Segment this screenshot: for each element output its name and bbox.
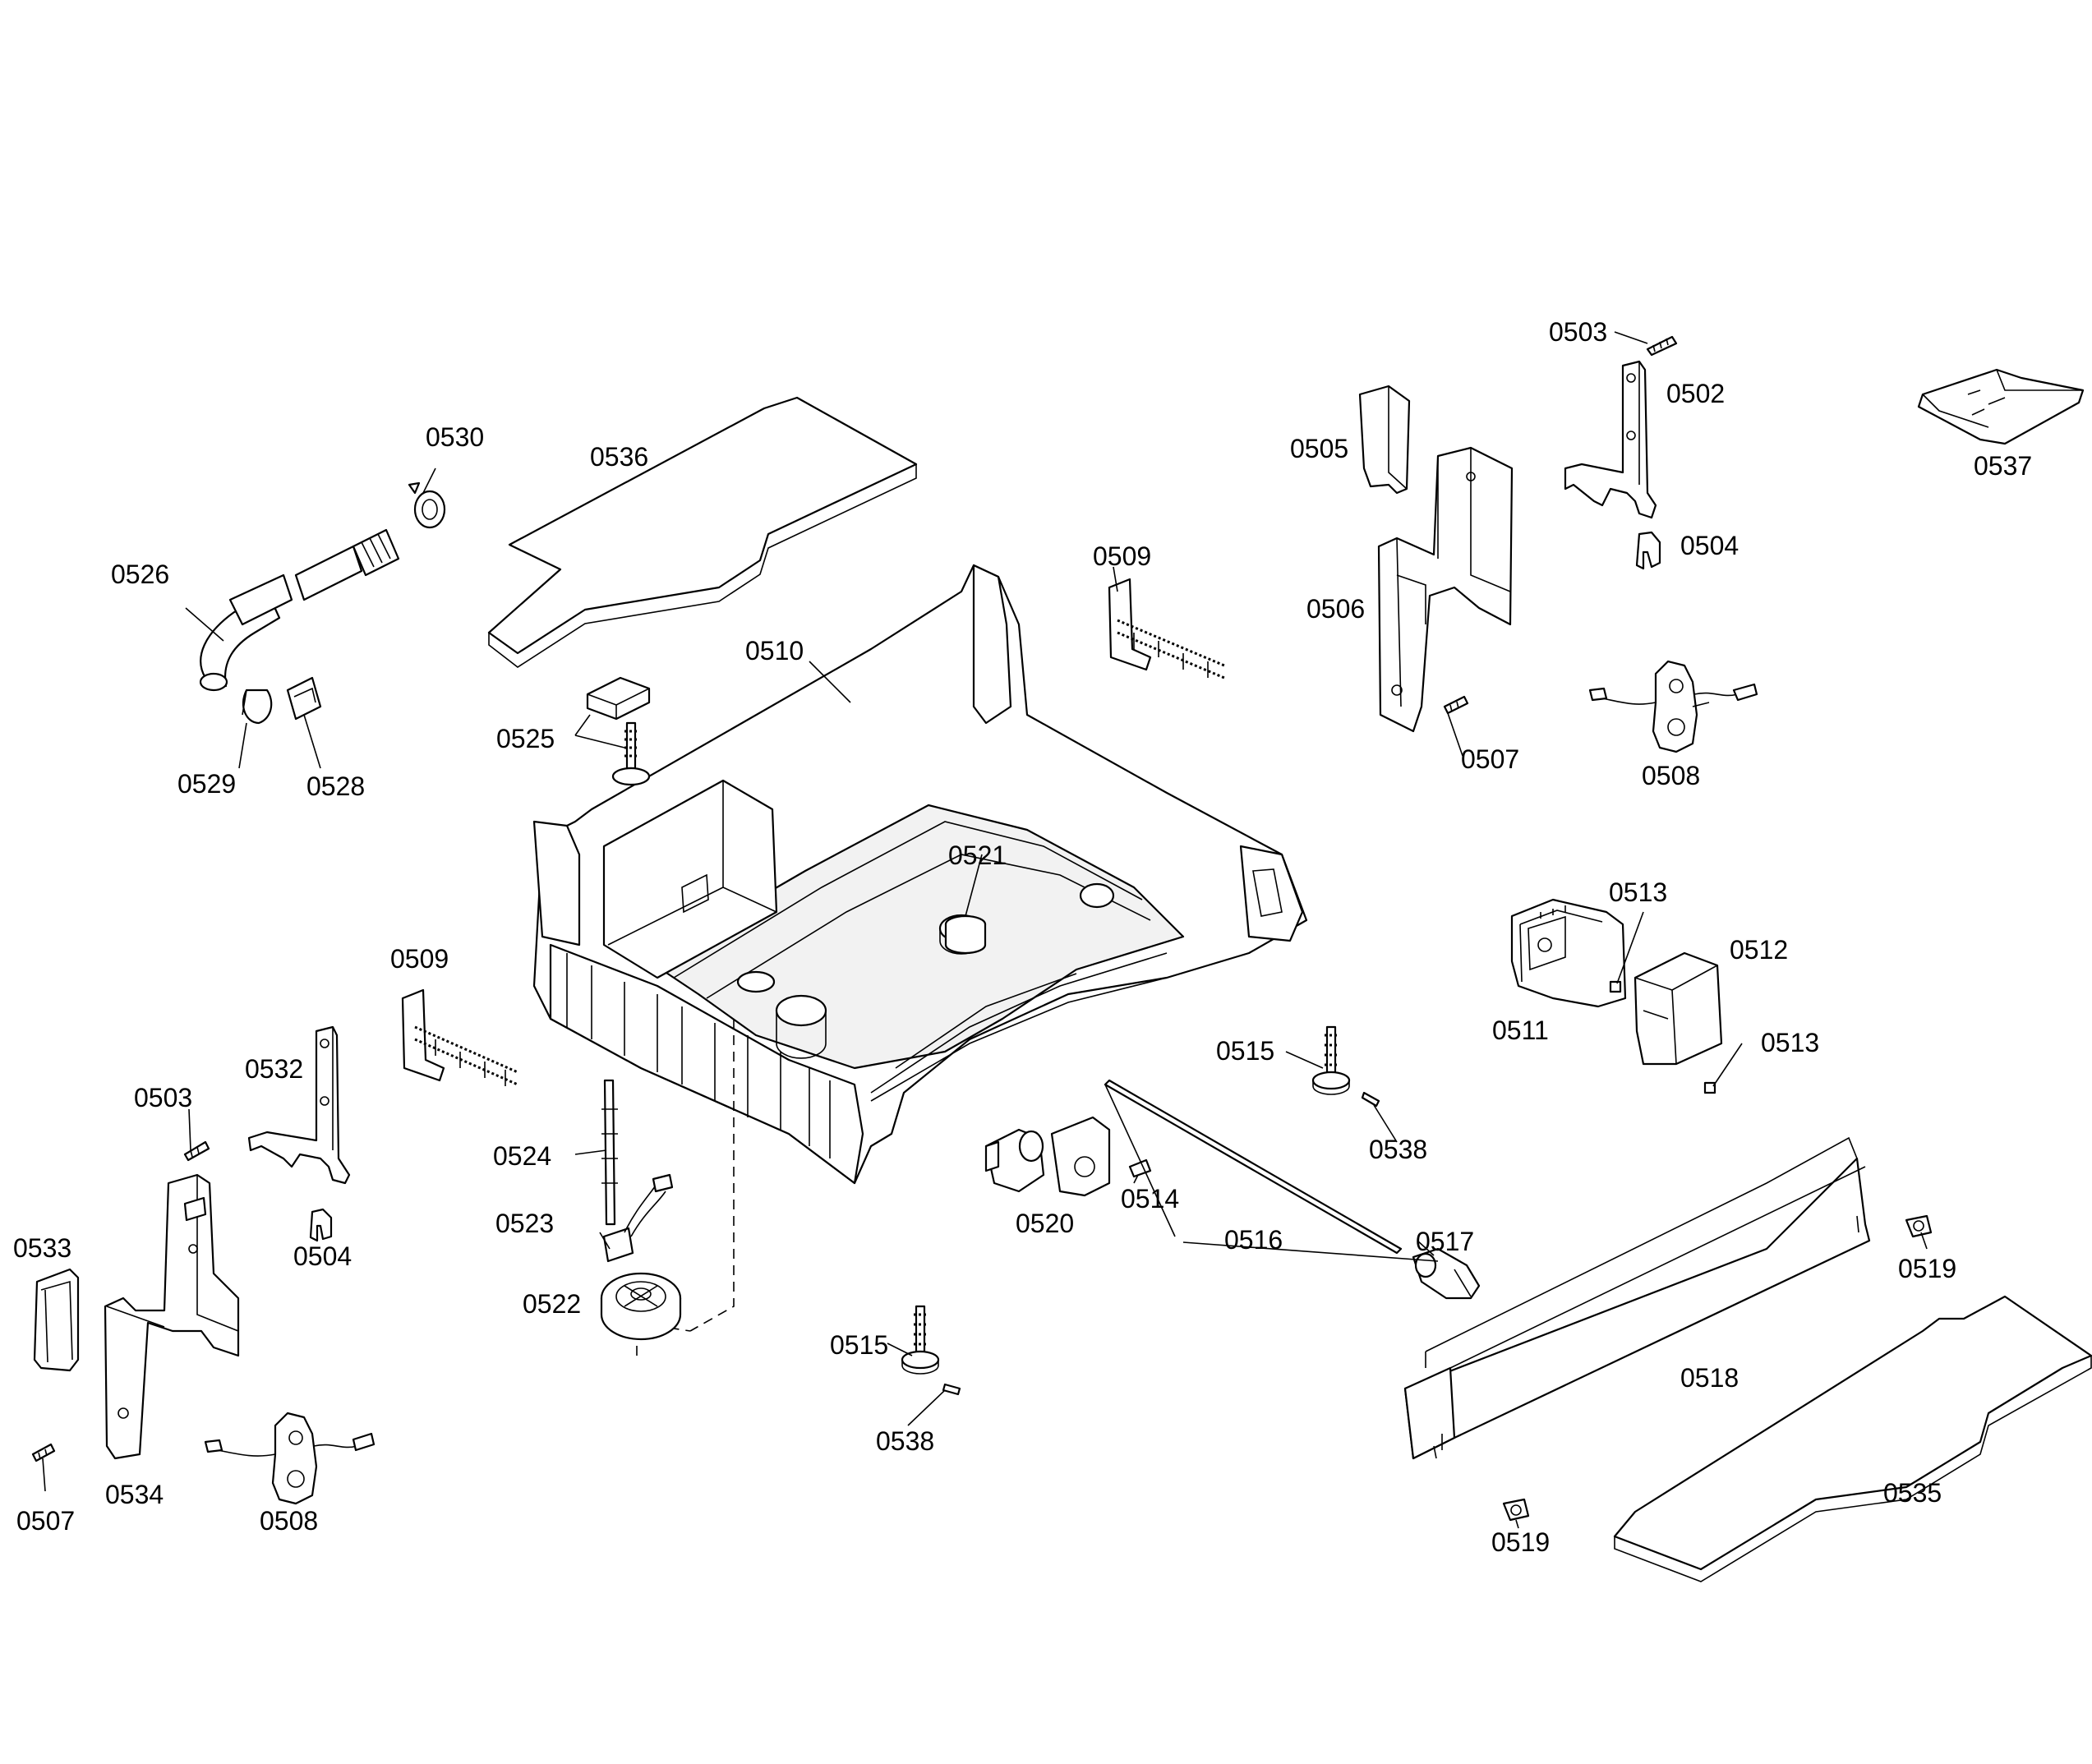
part-0515-foot-a <box>1311 1025 1351 1095</box>
part-0506-bracket <box>1377 446 1514 733</box>
callout-0512: 0512 <box>1730 935 1788 965</box>
part-0519-screw-a <box>1905 1214 1933 1238</box>
callout-0522: 0522 <box>523 1289 581 1319</box>
callout-0513-top: 0513 <box>1609 877 1667 907</box>
part-0514-screw <box>1128 1158 1152 1178</box>
part-0509-spring-left <box>401 988 518 1086</box>
callout-0506: 0506 <box>1306 594 1365 624</box>
callout-0517: 0517 <box>1416 1227 1474 1256</box>
callout-0515-top: 0515 <box>1216 1036 1274 1066</box>
callout-0537: 0537 <box>1974 451 2032 481</box>
part-0504-clip-left <box>309 1208 333 1242</box>
callout-0519-bottom: 0519 <box>1491 1527 1550 1557</box>
part-0524-rod <box>601 1079 618 1226</box>
part-0516-rod <box>1104 1079 1403 1255</box>
part-0536-mat <box>487 396 918 668</box>
callout-0525: 0525 <box>496 724 555 753</box>
part-0513-screw-a <box>1609 980 1622 993</box>
callout-0538-top: 0538 <box>1369 1135 1427 1164</box>
callout-0514: 0514 <box>1121 1184 1179 1214</box>
part-0520-valve <box>984 1116 1111 1197</box>
part-0507-screw-left <box>31 1443 56 1462</box>
part-0505-bracket <box>1358 385 1411 495</box>
part-0513-screw-b <box>1703 1081 1716 1094</box>
callout-0504-left: 0504 <box>293 1241 352 1271</box>
callout-0521: 0521 <box>948 841 1007 870</box>
part-0523-sensor <box>602 1173 674 1263</box>
callout-0529: 0529 <box>177 769 236 799</box>
part-0526-drain-hose <box>199 528 400 692</box>
callout-0510: 0510 <box>745 636 804 666</box>
part-0509-spring-top <box>1108 578 1225 679</box>
callout-0526: 0526 <box>111 560 169 589</box>
part-0530-clamp <box>408 481 446 529</box>
part-0503-screw-top <box>1646 335 1678 357</box>
part-0512-cover <box>1634 951 1723 1066</box>
part-0535-kick-plate <box>1613 1295 2092 1582</box>
callout-0538-bottom: 0538 <box>876 1426 934 1456</box>
part-0518-front-panel <box>1403 1136 1871 1460</box>
callout-0520: 0520 <box>1016 1209 1074 1238</box>
part-0519-screw-b <box>1502 1498 1530 1522</box>
part-0522-wheel <box>600 1272 682 1341</box>
part-0507-screw-top <box>1443 695 1469 715</box>
part-0508-switch-left <box>204 1412 376 1505</box>
callout-0536: 0536 <box>590 442 648 472</box>
callout-0508-left: 0508 <box>260 1506 318 1536</box>
part-0508-switch-top <box>1588 660 1758 753</box>
callout-0518: 0518 <box>1680 1363 1739 1393</box>
part-0529-clamp <box>242 689 273 725</box>
part-0515-foot-b <box>901 1305 940 1375</box>
callout-0507-top: 0507 <box>1461 744 1519 774</box>
callout-0502: 0502 <box>1666 379 1725 408</box>
callout-0515-bottom: 0515 <box>830 1330 888 1360</box>
callout-0507-left: 0507 <box>16 1506 75 1536</box>
part-0521-float <box>944 914 987 955</box>
callout-0530: 0530 <box>426 422 484 452</box>
leader-lines <box>42 331 1928 1529</box>
part-0537-bag <box>1917 368 2085 445</box>
callout-0535: 0535 <box>1883 1478 1942 1508</box>
part-0538-pin-a <box>1361 1091 1380 1108</box>
callout-0503-left: 0503 <box>134 1083 192 1112</box>
callout-0516: 0516 <box>1224 1225 1283 1255</box>
callout-0504-top: 0504 <box>1680 531 1739 560</box>
callout-0509-left: 0509 <box>390 944 449 974</box>
part-0504-clip-top <box>1635 531 1661 570</box>
part-0502-bracket <box>1564 360 1657 519</box>
callout-0534: 0534 <box>105 1480 164 1509</box>
callout-0511: 0511 <box>1492 1016 1549 1045</box>
callout-0505: 0505 <box>1290 434 1348 463</box>
part-0517-knob <box>1412 1247 1481 1300</box>
callout-0508-top: 0508 <box>1642 761 1700 790</box>
part-0532-bracket <box>247 1025 351 1185</box>
callout-0528: 0528 <box>306 771 365 801</box>
part-0538-pin-b <box>942 1383 961 1396</box>
callout-0509-top: 0509 <box>1093 541 1151 571</box>
part-0525-foot <box>586 676 651 786</box>
callout-0503-top: 0503 <box>1549 317 1607 347</box>
part-0533-clip <box>33 1268 80 1372</box>
callout-0523: 0523 <box>495 1209 554 1238</box>
callout-labels: 0503 0502 0537 0505 0504 0506 0507 0508 … <box>13 317 2032 1557</box>
callout-0513-bottom: 0513 <box>1761 1028 1819 1057</box>
callout-0524: 0524 <box>493 1141 551 1171</box>
callout-0533: 0533 <box>13 1233 71 1263</box>
part-0534-bracket <box>104 1173 240 1460</box>
callout-0519-top: 0519 <box>1898 1254 1956 1283</box>
part-0503-screw-left <box>183 1140 210 1162</box>
part-0528-holder <box>286 676 322 721</box>
part-0510-base-frame <box>532 564 1308 1185</box>
part-0511-housing <box>1510 898 1627 1008</box>
callout-0532: 0532 <box>245 1054 303 1084</box>
